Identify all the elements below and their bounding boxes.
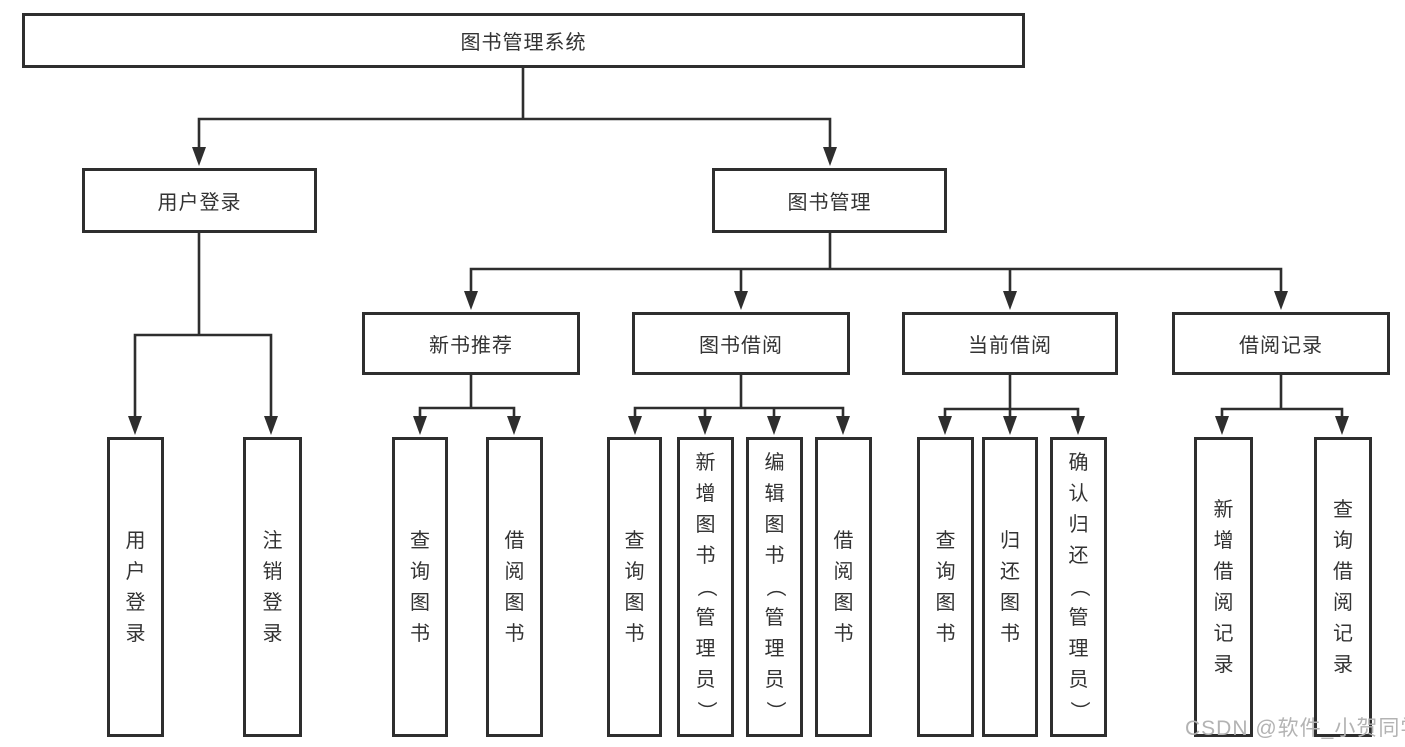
connector-path: [1220, 373, 1344, 423]
connector-path: [633, 373, 845, 423]
leaf-borrow-books-recommend: 借阅图书: [486, 437, 543, 737]
leaf-user-login: 用户登录: [107, 437, 164, 737]
arrowhead: [938, 416, 952, 435]
arrowhead: [128, 416, 142, 435]
node-new-book-recommend: 新书推荐: [362, 312, 580, 375]
leaf-query-books-borrow: 查询图书: [607, 437, 662, 737]
leaf-add-book-admin-label: 新增图书（管理员）: [694, 452, 717, 721]
arrowhead: [767, 416, 781, 435]
leaf-add-borrow-record-label: 新增借阅记录: [1213, 498, 1234, 676]
leaf-confirm-return-admin: 确认归还（管理员）: [1050, 437, 1107, 737]
leaf-query-borrow-record-label: 查询借阅记录: [1333, 498, 1353, 676]
leaf-query-books-recommend-label: 查询图书: [410, 529, 430, 645]
arrowhead: [698, 416, 712, 435]
arrowhead: [264, 416, 278, 435]
leaf-borrow-books-label: 借阅图书: [833, 529, 854, 645]
csdn-watermark: CSDN @软件_小贺同学: [1185, 717, 1405, 740]
leaf-logout-label: 注销登录: [262, 529, 283, 645]
leaf-edit-book-admin: 编辑图书（管理员）: [746, 437, 803, 737]
leaf-user-login-label: 用户登录: [125, 529, 146, 645]
arrowhead: [836, 416, 850, 435]
node-book-borrow: 图书借阅: [632, 312, 850, 375]
node-user-login: 用户登录: [82, 168, 317, 233]
leaf-query-books-recommend: 查询图书: [392, 437, 448, 737]
leaf-add-borrow-record: 新增借阅记录: [1194, 437, 1253, 737]
arrowhead: [1274, 291, 1288, 310]
leaf-return-book-label: 归还图书: [1000, 529, 1020, 645]
node-borrow-records: 借阅记录: [1172, 312, 1390, 375]
node-root-system: 图书管理系统: [22, 13, 1025, 68]
arrowhead: [1215, 416, 1229, 435]
leaf-add-book-admin: 新增图书（管理员）: [677, 437, 734, 737]
leaf-query-borrow-record: 查询借阅记录: [1314, 437, 1372, 737]
connector-path: [418, 373, 516, 423]
node-book-management: 图书管理: [712, 168, 947, 233]
arrowhead: [413, 416, 427, 435]
leaf-confirm-return-admin-label: 确认归还（管理员）: [1067, 452, 1090, 721]
arrowhead: [192, 147, 206, 166]
leaf-query-books-current: 查询图书: [917, 437, 974, 737]
leaf-query-books-current-label: 查询图书: [935, 529, 956, 645]
connector-path: [943, 373, 1080, 423]
arrowhead: [1071, 416, 1085, 435]
arrowhead: [1003, 416, 1017, 435]
arrowhead: [823, 147, 837, 166]
arrowhead: [464, 291, 478, 310]
leaf-return-book: 归还图书: [982, 437, 1038, 737]
arrowhead: [1003, 291, 1017, 310]
connector-path: [469, 231, 1283, 298]
node-current-borrow: 当前借阅: [902, 312, 1118, 375]
arrowhead: [1335, 416, 1349, 435]
arrowhead: [628, 416, 642, 435]
arrowhead: [734, 291, 748, 310]
arrowhead: [507, 416, 521, 435]
leaf-edit-book-admin-label: 编辑图书（管理员）: [763, 452, 786, 721]
leaf-query-books-borrow-label: 查询图书: [624, 529, 645, 645]
connector-path: [133, 231, 273, 423]
connector-path: [197, 66, 832, 154]
leaf-borrow-books-recommend-label: 借阅图书: [504, 529, 525, 645]
leaf-borrow-books: 借阅图书: [815, 437, 872, 737]
leaf-logout: 注销登录: [243, 437, 302, 737]
